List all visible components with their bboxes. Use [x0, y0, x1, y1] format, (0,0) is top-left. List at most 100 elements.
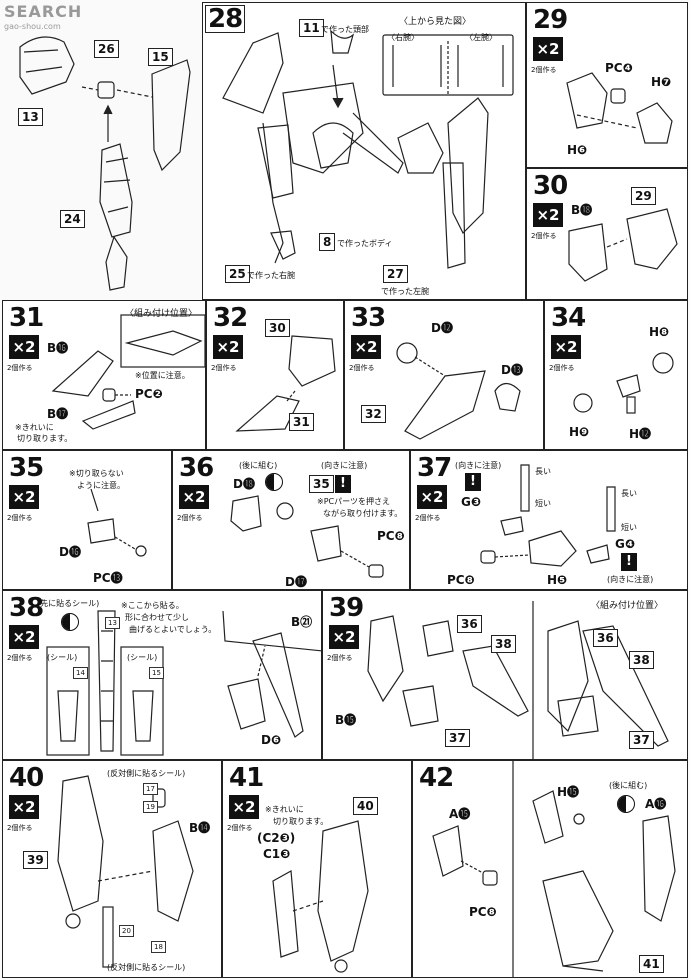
no-cut-note-2: ように注意。 — [77, 481, 125, 490]
multiplier-badge: ×2 — [9, 795, 39, 819]
part-8-label: 8 — [319, 233, 336, 251]
part-b14-label: B⓮ — [189, 821, 211, 835]
make-count: 2個作る — [7, 364, 33, 372]
multiplier-badge: ×2 — [551, 335, 581, 359]
step-number: 38 — [7, 593, 46, 623]
multiplier-badge: ×2 — [9, 335, 39, 359]
part-d18-label: D⓲ — [233, 477, 255, 491]
shin-sticker-illustration — [46, 610, 321, 756]
step-number: 31 — [7, 303, 46, 333]
leg-assembly-illustration — [367, 601, 669, 759]
step-number: 29 — [531, 5, 570, 35]
step-number: 42 — [417, 763, 456, 793]
knee-assembly-illustration — [230, 495, 384, 578]
part-h7-label: H❼ — [651, 75, 672, 89]
part-38-label: 38 — [491, 635, 516, 653]
step-28-panel: 28 11 で作った頭部 〈上から見た図 — [202, 2, 526, 300]
long-label-2: 長い — [621, 489, 637, 498]
multiplier-badge: ×2 — [9, 485, 39, 509]
part-d12-label: D⓬ — [431, 321, 453, 335]
sticker-label-right: (シール) — [127, 653, 158, 662]
leg-sticker-illustration — [57, 775, 194, 968]
position-title: 〈組み付け位置〉 — [125, 309, 198, 319]
opposite-sticker-note-2: (反対側に貼るシール) — [107, 963, 186, 972]
part-13-label: 13 — [18, 108, 43, 126]
right-arm-label: 〈右腕〉 — [387, 33, 419, 42]
part-pc8-label: PC❽ — [447, 573, 475, 587]
part-b15-label: B⓯ — [335, 713, 357, 727]
make-count: 2個作る — [415, 514, 441, 522]
step-39-panel: 39 ×2 2個作る 〈組み付け位置〉 36 38 B⓯ 37 36 38 37 — [322, 590, 688, 760]
leg-illustration — [19, 36, 191, 291]
ankle-assembly-illustration — [480, 464, 616, 567]
back-note: (後に組む) — [609, 781, 648, 790]
part-h5-label: H❺ — [547, 573, 568, 587]
part-37-label: 37 — [445, 729, 470, 747]
part-h6-label: H❻ — [567, 143, 588, 157]
multiplier-badge: ×2 — [351, 335, 381, 359]
multiplier-badge: ×2 — [533, 203, 563, 227]
step-number: 35 — [7, 453, 46, 483]
sticker-19-label: 19 — [143, 801, 158, 813]
step-number: 41 — [227, 763, 266, 793]
hip-joint-illustration — [573, 352, 674, 414]
part-pc8-label: PC❽ — [469, 905, 497, 919]
step-number: 32 — [211, 303, 250, 333]
multiplier-badge: ×2 — [533, 37, 563, 61]
step-number: 37 — [415, 453, 454, 483]
part-d6-label: D❻ — [261, 733, 282, 747]
part-b21-label: B㉑ — [291, 615, 313, 629]
orientation-note: (向きに注意) — [455, 461, 502, 470]
short-label-1: 短い — [535, 499, 551, 508]
sticker-14-label: 14 — [73, 667, 88, 679]
part-26-label: 26 — [94, 40, 119, 58]
warning-icon: ! — [465, 473, 481, 491]
part-39-label: 39 — [23, 851, 48, 869]
watermark: SEARCH — [4, 2, 83, 21]
sticker-icon — [61, 613, 79, 631]
step-35-panel: 35 ×2 2個作る ※切り取らない ように注意。 D⓰ PC⓭ — [2, 450, 172, 590]
back-note: (後に組む) — [239, 461, 278, 470]
multiplier-badge: ×2 — [9, 625, 39, 649]
step-32-panel: 32 ×2 2個作る 30 31 — [206, 300, 344, 450]
make-count: 2個作る — [177, 514, 203, 522]
step-number: 34 — [549, 303, 588, 333]
joint-illustration — [396, 342, 521, 440]
orientation-note: (向きに注意) — [321, 461, 368, 470]
part-15-label: 15 — [148, 48, 173, 66]
pc-note-1: ※PCパーツを押さえ — [317, 497, 390, 506]
pc-note-2: ながら取り付けます。 — [323, 509, 403, 518]
body-note: で作ったボディ — [337, 239, 393, 248]
make-count: 2個作る — [349, 364, 375, 372]
part-h8-label: H❽ — [649, 325, 670, 339]
make-count: 2個作る — [7, 824, 33, 832]
part-a16-label: A⓰ — [645, 797, 667, 811]
arm-cover-illustration — [568, 208, 678, 282]
part-b18-label: B⓲ — [571, 203, 593, 217]
half-circle-icon — [617, 795, 635, 813]
apply-note-2: 形に合わせて少し — [125, 613, 189, 622]
arm-part-illustration — [566, 72, 673, 144]
make-count: 2個作る — [7, 654, 33, 662]
blade-cover-illustration — [235, 335, 336, 432]
sticker-15-label: 15 — [149, 667, 164, 679]
knee-joint-illustration — [87, 488, 147, 557]
cut-note-1: ※きれいに — [15, 423, 54, 432]
step-40-panel: 40 ×2 2個作る (反対側に貼るシール) 17 19 B⓮ 39 20 18… — [2, 760, 222, 978]
part-pc4-label: PC❹ — [605, 61, 633, 75]
part-d16-label: D⓰ — [59, 545, 81, 559]
warning-icon: ! — [335, 475, 351, 493]
part-d13-label: D⓭ — [501, 363, 523, 377]
part-25-label: 25 — [225, 265, 250, 283]
step-34-panel: 34 ×2 2個作る H❽ H❾ H⓬ — [544, 300, 688, 450]
ref-35-label: 35 — [309, 475, 334, 493]
sticker-label-left: (シール) — [47, 653, 78, 662]
part-b17-label: B⓱ — [47, 407, 69, 421]
part-11-label: 11 — [299, 19, 324, 37]
apply-note-3: 曲げるとよいでしょう。 — [129, 625, 217, 634]
step-29-panel: 29 ×2 2個作る PC❹ H❼ H❻ — [526, 2, 688, 168]
multiplier-badge: ×2 — [417, 485, 447, 509]
apply-note-1: ※ここから貼る。 — [121, 601, 184, 610]
position-title: 〈組み付け位置〉 — [591, 601, 664, 611]
